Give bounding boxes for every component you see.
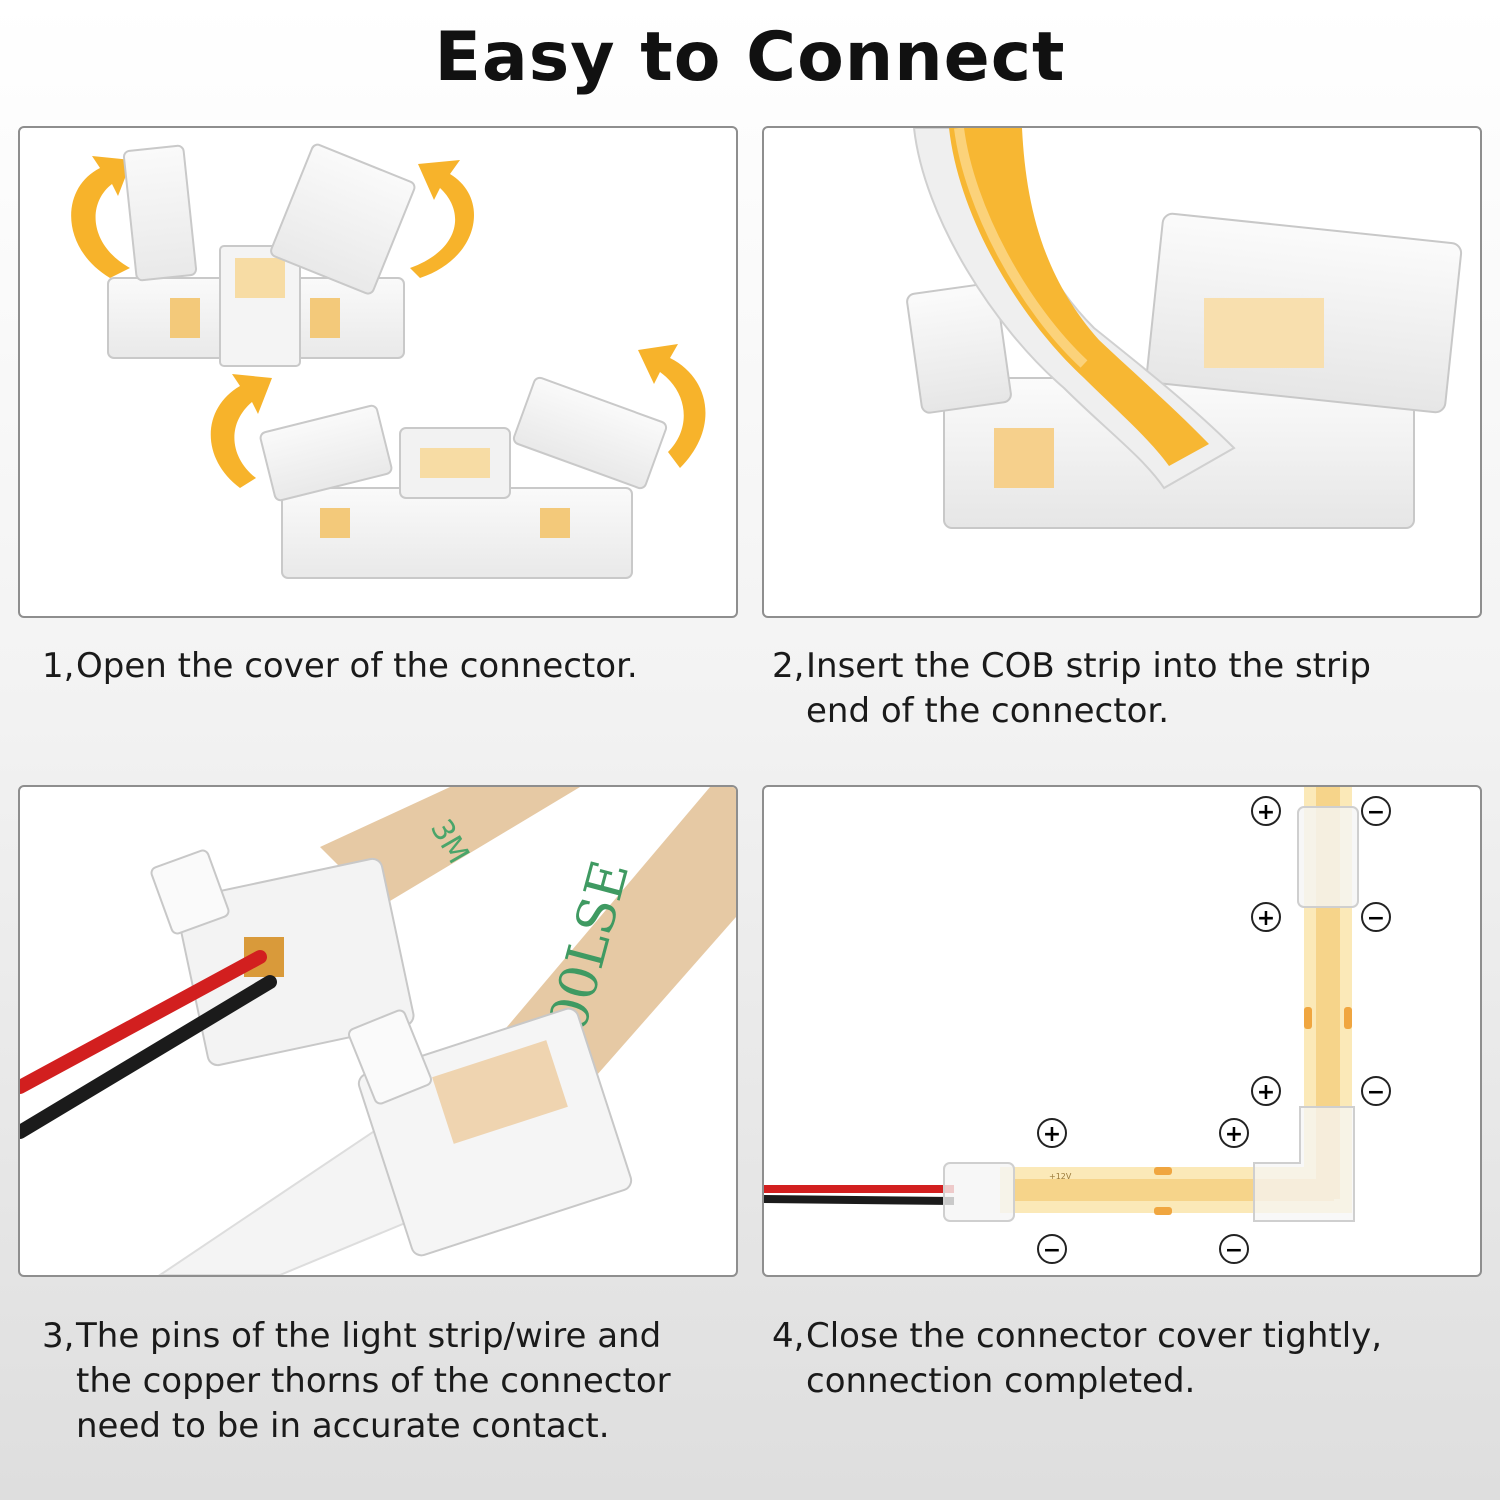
minus-sign-icon: − [1037, 1234, 1067, 1264]
svg-text:+: + [1257, 800, 1275, 825]
caption-line: end of the connector. [806, 691, 1170, 731]
power-wire [20, 950, 277, 1139]
end-connector [943, 806, 1359, 1222]
step-2-caption: 2, Insert the COB strip into the strip e… [772, 644, 1472, 734]
step-number: 3, [42, 1316, 75, 1356]
svg-text:−: − [1043, 1238, 1061, 1263]
step-number: 2, [772, 646, 805, 686]
strip-marking-text: +12V [1049, 1172, 1072, 1181]
plus-sign-icon: + [1219, 1118, 1249, 1148]
open-arrow-icon [638, 344, 706, 468]
caption-line: Close the connector cover tightly, [806, 1316, 1383, 1356]
strip-connector [348, 1007, 633, 1257]
open-connector-t [259, 376, 668, 579]
step-4-caption: 4, Close the connector cover tightly, co… [772, 1314, 1472, 1404]
step-number: 4, [772, 1316, 805, 1356]
open-arrow-icon [71, 156, 132, 278]
power-wire [764, 1185, 955, 1205]
step-4-image: +12V + − + − + − [762, 785, 1482, 1277]
svg-text:−: − [1367, 906, 1385, 931]
minus-sign-icon: − [1361, 796, 1391, 826]
caption-line: The pins of the light strip/wire and [76, 1316, 662, 1356]
caption-line: Open the cover of the connector. [76, 646, 638, 686]
svg-text:+: + [1257, 1080, 1275, 1105]
corner-connector [1253, 1106, 1355, 1222]
minus-sign-icon: − [1361, 1076, 1391, 1106]
open-arrow-icon [410, 160, 474, 278]
step-number: 1, [42, 646, 75, 686]
caption-line: the copper thorns of the connector [76, 1361, 671, 1401]
plus-sign-icon: + [1251, 902, 1281, 932]
step-2-image [762, 126, 1482, 618]
minus-sign-icon: − [1361, 902, 1391, 932]
svg-text:−: − [1367, 1080, 1385, 1105]
open-connector-straight [107, 143, 416, 367]
plus-sign-icon: + [1251, 796, 1281, 826]
svg-text:−: − [1225, 1238, 1243, 1263]
caption-line: need to be in accurate contact. [76, 1406, 610, 1446]
caption-line: Insert the COB strip into the strip [806, 646, 1372, 686]
page-title: Easy to Connect [434, 18, 1066, 97]
svg-text:+: + [1257, 906, 1275, 931]
svg-text:+: + [1225, 1122, 1243, 1147]
plus-sign-icon: + [1251, 1076, 1281, 1106]
caption-line: connection completed. [806, 1361, 1196, 1401]
cob-led-strip [912, 128, 1236, 490]
svg-text:+: + [1043, 1122, 1061, 1147]
step-1-caption: 1, Open the cover of the connector. [42, 644, 742, 689]
svg-text:−: − [1367, 800, 1385, 825]
wire-connector [150, 849, 415, 1067]
step-1-image [18, 126, 738, 618]
step-3-caption: 3, The pins of the light strip/wire and … [42, 1314, 742, 1449]
minus-sign-icon: − [1219, 1234, 1249, 1264]
step-3-image: 3M 300LSE [18, 785, 738, 1277]
plus-sign-icon: + [1037, 1118, 1067, 1148]
open-arrow-icon [210, 374, 272, 488]
